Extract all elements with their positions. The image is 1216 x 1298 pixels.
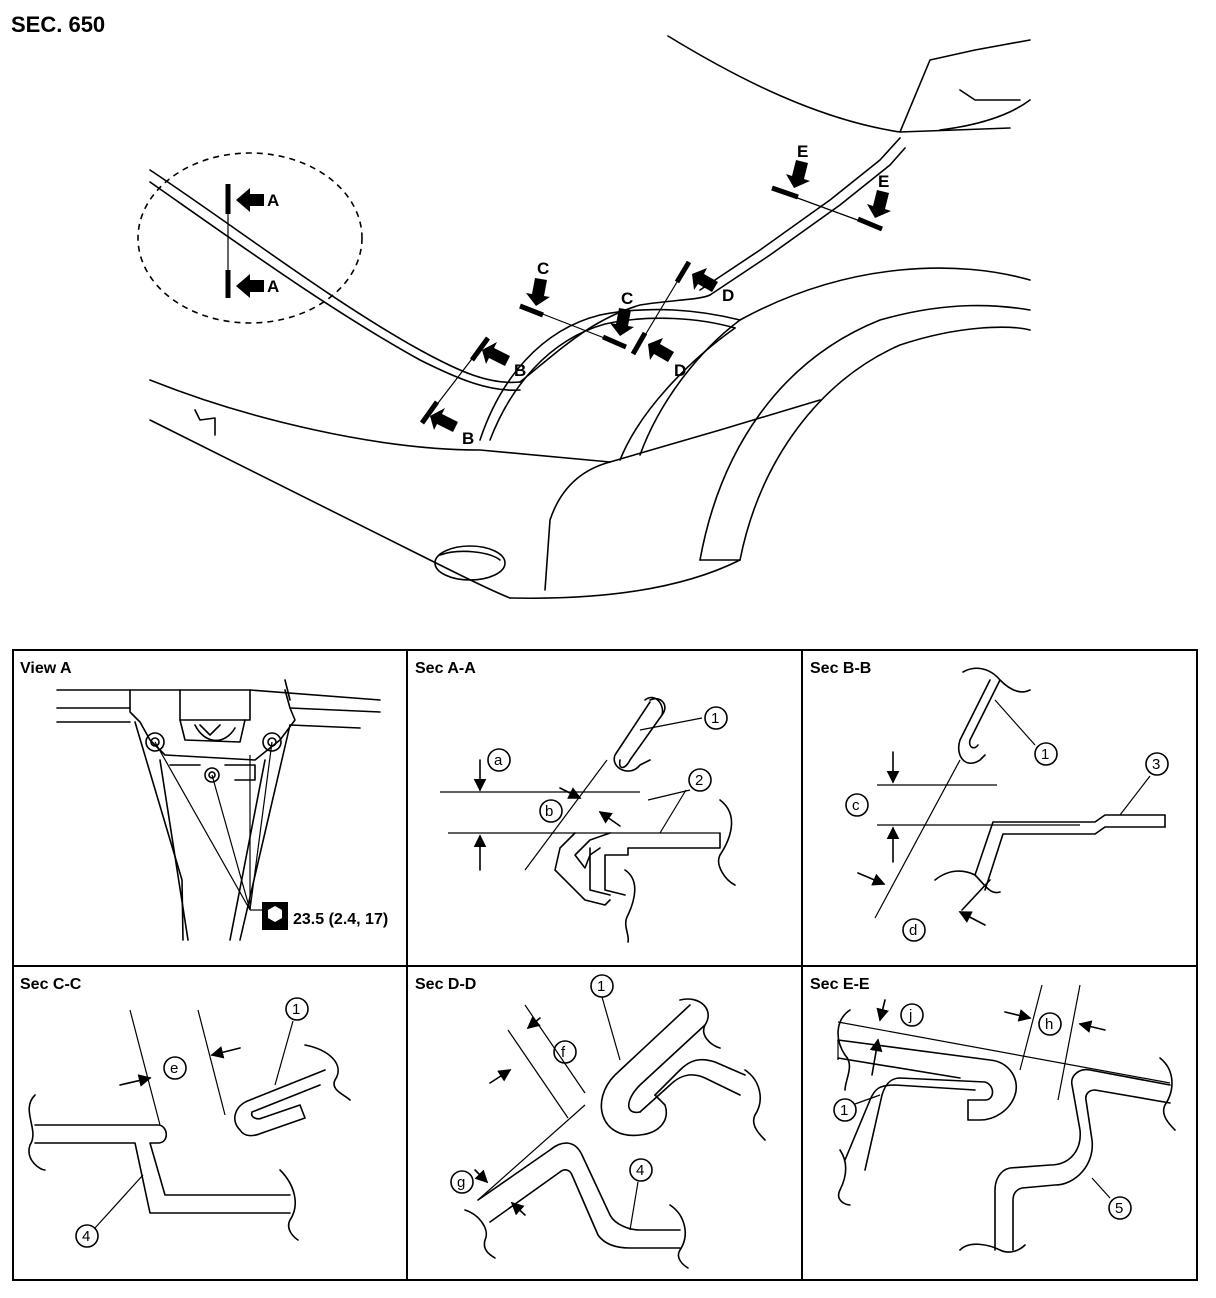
arrow-label: C (621, 289, 633, 308)
arrow-label: D (722, 286, 734, 305)
part-number-1: 1 (292, 1001, 300, 1018)
arrow-e-left-icon (786, 160, 810, 188)
dim-label-e: e (170, 1060, 178, 1077)
panel-title: Sec A-A (415, 660, 476, 677)
vehicle-overview (137, 35, 1031, 600)
panel-title: Sec D-D (415, 976, 476, 993)
part-number-3: 3 (1152, 756, 1160, 773)
panel-view-a: View A 23.5 (2.4, 17) (20, 660, 388, 941)
part-number-4: 4 (82, 1228, 90, 1245)
panel-title: View A (20, 660, 72, 677)
part-number-1: 1 (840, 1102, 848, 1119)
panel-sec-aa: Sec A-A 1 a b 2 (415, 660, 736, 943)
dim-label-a: a (494, 752, 503, 769)
panel-sec-bb: Sec B-B 1 c d 3 (810, 660, 1169, 942)
part-number-5: 5 (1115, 1200, 1123, 1217)
torque-spec: 23.5 (2.4, 17) (293, 911, 388, 928)
arrow-e-right-icon (867, 190, 891, 218)
arrow-label: E (797, 142, 808, 161)
arrow-labels: A A B B C C D D E E (267, 142, 889, 448)
detail-grid (12, 649, 1198, 1281)
arrow-label: E (878, 172, 889, 191)
page-title: SEC. 650 (11, 12, 106, 37)
arrow-label: A (267, 191, 279, 210)
panel-sec-ee: Sec E-E j h 1 5 (810, 976, 1176, 1253)
arrow-d-lower-icon (648, 338, 674, 362)
panel-title: Sec E-E (810, 976, 870, 993)
panel-sec-dd: Sec D-D 1 f g 4 (415, 974, 766, 1269)
part-number-1: 1 (711, 710, 719, 727)
panel-title: Sec B-B (810, 660, 871, 677)
part-number-1: 1 (597, 978, 605, 995)
arrow-a-lower-icon (236, 274, 264, 298)
arrow-label: C (537, 259, 549, 278)
dim-label-g: g (457, 1174, 465, 1191)
arrow-d-upper-icon (692, 268, 718, 292)
dim-label-b: b (545, 803, 553, 820)
dim-label-c: c (852, 797, 860, 814)
part-number-1: 1 (1041, 746, 1049, 763)
dim-label-f: f (561, 1044, 566, 1061)
dim-label-h: h (1045, 1016, 1053, 1033)
arrow-label: A (267, 277, 279, 296)
view-arrows (236, 160, 891, 432)
panel-title: Sec C-C (20, 976, 82, 993)
arrow-label: B (462, 429, 474, 448)
part-number-4: 4 (636, 1162, 644, 1179)
torque-wrench-icon (262, 902, 288, 930)
arrow-c-left-icon (526, 278, 550, 306)
arrow-b-lower-icon (430, 408, 458, 432)
arrow-c-right-icon (610, 308, 634, 336)
arrow-a-upper-icon (236, 188, 264, 212)
arrow-b-upper-icon (482, 342, 510, 366)
part-number-2: 2 (695, 772, 703, 789)
dim-label-d: d (909, 922, 917, 939)
arrow-label: D (674, 361, 686, 380)
dim-label-j: j (908, 1007, 912, 1024)
arrow-label: B (514, 361, 526, 380)
panel-sec-cc: Sec C-C e 1 4 (20, 976, 351, 1248)
